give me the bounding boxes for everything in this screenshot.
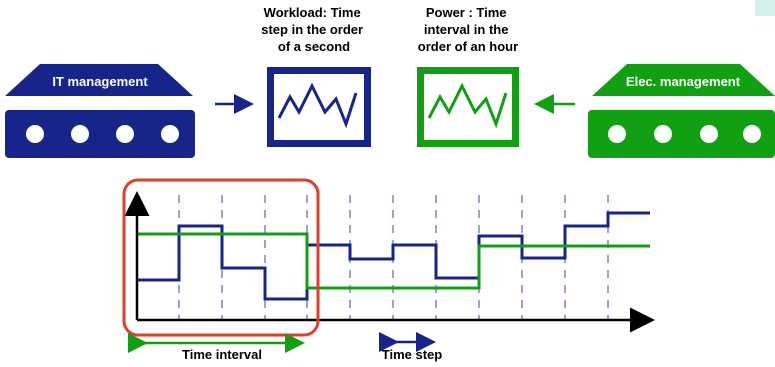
it-led-1 [26, 125, 44, 143]
time-step-label: Time step [382, 347, 443, 362]
power-screen [424, 74, 512, 140]
time-interval-label: Time interval [182, 347, 262, 362]
workload-monitor [267, 67, 371, 147]
it-led-3 [116, 125, 134, 143]
corner-accent [755, 0, 775, 16]
elec-management-group: Elec. management [588, 64, 775, 158]
it-server-box [5, 110, 195, 158]
workload-step-line [137, 211, 650, 301]
workload-caption: Workload: Time step in the order of a se… [261, 5, 366, 54]
power-step-line [137, 232, 650, 290]
elec-management-title: Elec. management [626, 74, 741, 89]
elec-server-box [588, 110, 775, 158]
elec-led-1 [608, 125, 626, 143]
elec-led-3 [700, 125, 718, 143]
elec-led-2 [654, 125, 672, 143]
it-led-2 [71, 125, 89, 143]
it-management-title: IT management [52, 74, 148, 89]
workload-signal [277, 82, 358, 129]
it-led-4 [161, 125, 179, 143]
power-caption: Power : Time interval in the order of an… [418, 5, 518, 54]
workload-screen [274, 74, 364, 140]
it-management-group: IT management [5, 64, 195, 158]
power-monitor [417, 67, 519, 147]
it-management-header [5, 64, 193, 96]
timeline-plot [122, 178, 655, 337]
elec-management-header [592, 64, 775, 96]
power-signal [427, 82, 508, 129]
elec-led-4 [743, 125, 761, 143]
